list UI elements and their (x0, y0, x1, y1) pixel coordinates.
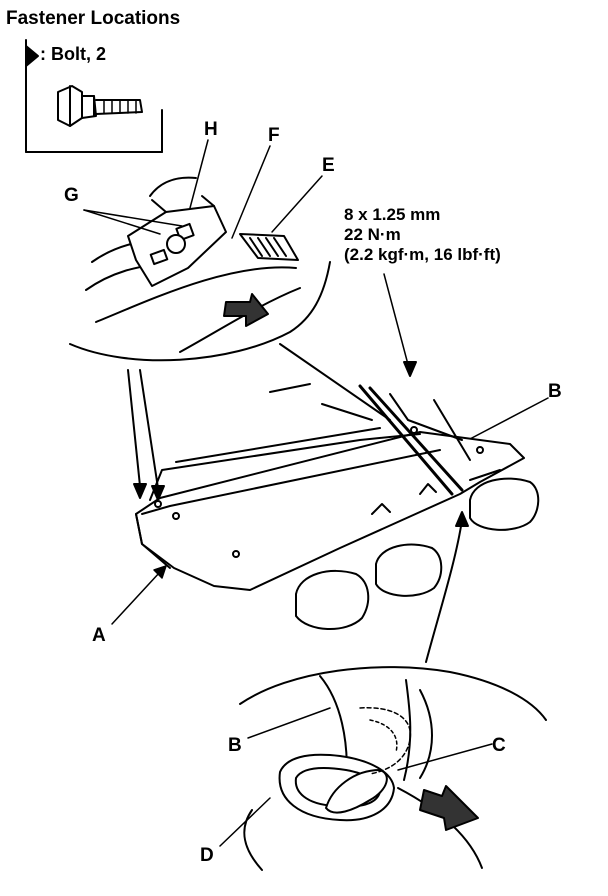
legend-box (25, 39, 163, 153)
label-a: A (92, 625, 106, 646)
upper-detail-view (69, 176, 331, 362)
torque-spec-alt: (2.2 kgf·m, 16 lbf·ft) (344, 245, 501, 264)
label-b-bottom: B (228, 735, 242, 756)
connector-arrows-upper (127, 343, 417, 501)
label-f: F (268, 125, 280, 146)
bolt-icon (57, 85, 143, 127)
label-b-top: B (548, 381, 562, 402)
leader-lines-lower (111, 565, 493, 847)
seat-cushion (135, 383, 540, 631)
page-title: Fastener Locations (6, 8, 181, 29)
label-h: H (204, 119, 218, 140)
label-c: C (492, 735, 506, 756)
torque-spec-size: 8 x 1.25 mm (344, 205, 441, 224)
legend-bolt-label: : Bolt, 2 (40, 44, 106, 64)
leader-lines-upper (83, 139, 549, 441)
bolt-arrow-icon (25, 45, 39, 67)
label-g: G (64, 185, 79, 206)
torque-spec: 8 x 1.25 mm 22 N·m (2.2 kgf·m, 16 lbf·ft… (344, 205, 501, 265)
lower-detail-view (239, 666, 547, 871)
torque-spec-nm: 22 N·m (344, 225, 401, 244)
connector-lower (425, 511, 469, 663)
label-d: D (200, 845, 214, 866)
label-e: E (322, 155, 335, 176)
